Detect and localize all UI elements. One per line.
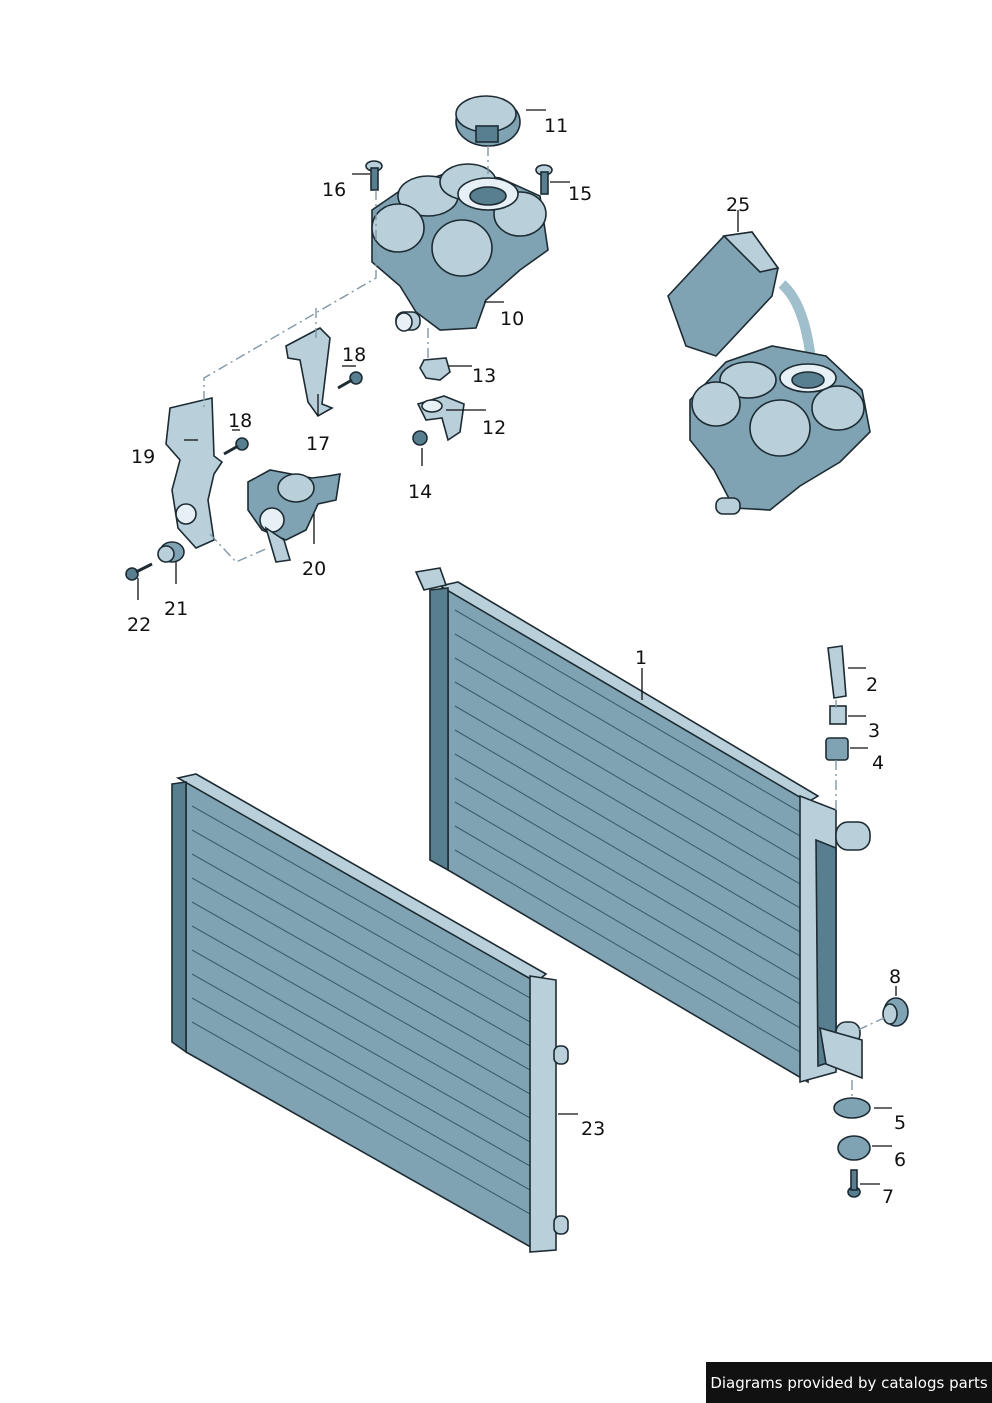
label-part-11: 11 (544, 115, 568, 137)
radiator-main-fins (454, 609, 801, 1053)
leader-lines (137, 109, 897, 1185)
label-part-10: 10 (500, 308, 524, 330)
label-part-2: 2 (866, 674, 878, 696)
label-part-22: 22 (127, 614, 151, 636)
label-part-17: 17 (306, 433, 330, 455)
bolt-15[interactable] (535, 164, 553, 195)
label-part-18-lower: 18 (228, 410, 252, 432)
label-part-14: 14 (408, 481, 432, 503)
label-part-5: 5 (894, 1112, 906, 1134)
label-part-23: 23 (581, 1118, 605, 1140)
radiator-secondary-fins (191, 805, 531, 1215)
bolt-7[interactable] (847, 1169, 861, 1198)
label-part-21: 21 (164, 598, 188, 620)
water-pump-20[interactable] (247, 469, 341, 563)
label-part-7: 7 (882, 1186, 894, 1208)
expansion-tank[interactable] (371, 163, 549, 332)
label-part-6: 6 (894, 1149, 906, 1171)
bolt-22[interactable] (125, 562, 153, 581)
label-part-4: 4 (872, 752, 884, 774)
mount-pin-2[interactable] (827, 645, 847, 699)
bolt-18-lower[interactable] (223, 437, 249, 456)
bushing-3[interactable] (829, 705, 847, 725)
bolt-16[interactable] (365, 160, 383, 191)
label-part-3: 3 (868, 720, 880, 742)
label-part-12: 12 (482, 417, 506, 439)
mount-6[interactable] (837, 1135, 871, 1161)
grommet-8[interactable] (882, 997, 909, 1027)
radiator-secondary[interactable] (171, 773, 569, 1253)
label-part-18-upper: 18 (342, 344, 366, 366)
bushing-4[interactable] (825, 737, 849, 761)
label-part-1: 1 (635, 647, 647, 669)
part-labels: 1 2 3 4 5 6 7 8 10 11 12 13 14 15 16 17 … (127, 115, 906, 1208)
nut-14[interactable] (412, 430, 428, 446)
label-part-19: 19 (131, 446, 155, 468)
bracket-19[interactable] (165, 396, 224, 549)
radiator-main[interactable] (414, 567, 871, 1084)
label-part-15: 15 (568, 183, 592, 205)
label-part-8: 8 (889, 966, 901, 988)
bracket-17[interactable] (285, 327, 334, 418)
label-part-20: 20 (302, 558, 326, 580)
mount-5[interactable] (833, 1097, 871, 1119)
bolt-18-upper[interactable] (337, 371, 363, 390)
rubber-mount-21[interactable] (157, 541, 185, 563)
bracket-12[interactable] (416, 395, 465, 442)
coolant-bottle-and-tank[interactable] (667, 231, 871, 515)
clip-13[interactable] (419, 357, 451, 381)
label-part-25: 25 (726, 194, 750, 216)
assembly-lines (203, 146, 885, 1100)
filler-cap[interactable] (455, 95, 521, 147)
footer-credit: Diagrams provided by catalogs parts (706, 1362, 992, 1403)
label-part-13: 13 (472, 365, 496, 387)
label-part-16: 16 (322, 179, 346, 201)
